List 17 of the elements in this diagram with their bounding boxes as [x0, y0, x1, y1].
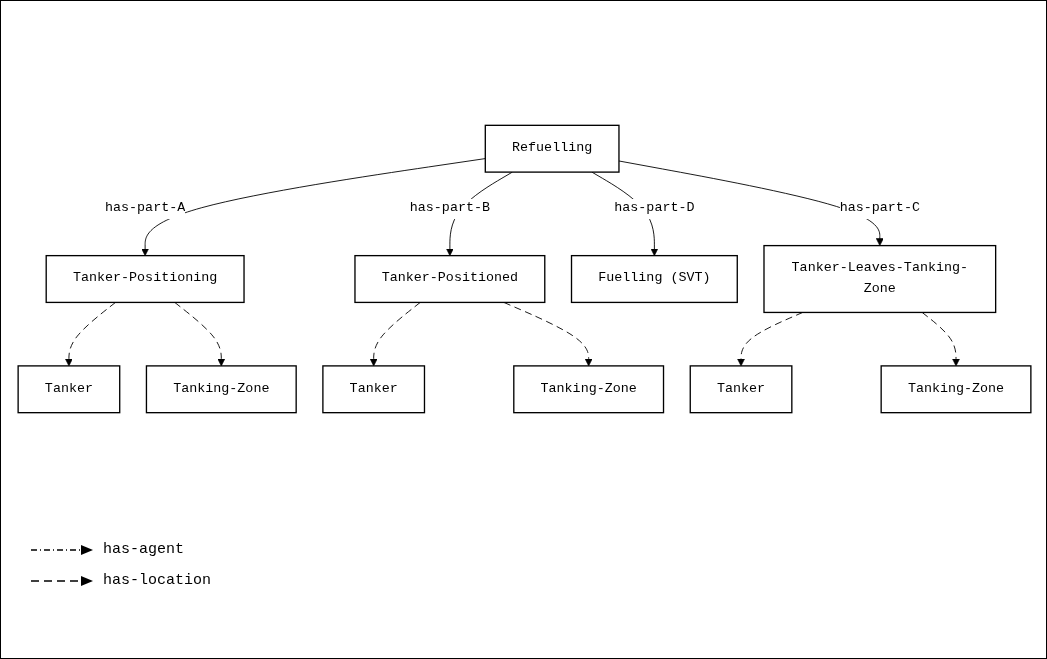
- edge-label: has-part-A: [105, 200, 186, 216]
- edge-label: has-part-B: [409, 200, 490, 216]
- edge-label: has-part-D: [614, 200, 695, 216]
- node-box: Tanking-Zone: [880, 365, 1032, 414]
- node-box: Tanking-Zone: [145, 365, 297, 414]
- node-box: Tanker: [689, 365, 793, 414]
- node-box: Tanker-Leaves-Tanking-Zone: [763, 244, 997, 314]
- node-box: Tanker: [322, 365, 426, 414]
- node-box: Tanker: [17, 365, 121, 414]
- node-box: Fuelling (SVT): [570, 254, 738, 304]
- node-box: Tanker-Positioned: [354, 254, 546, 304]
- legend-label: has-agent: [103, 541, 184, 558]
- node-box: Tanker-Positioning: [45, 254, 245, 304]
- legend-label: has-location: [103, 572, 212, 589]
- node-box: Tanking-Zone: [513, 365, 665, 414]
- node-box: Refuelling: [484, 124, 620, 173]
- edge-label: has-part-C: [839, 200, 920, 216]
